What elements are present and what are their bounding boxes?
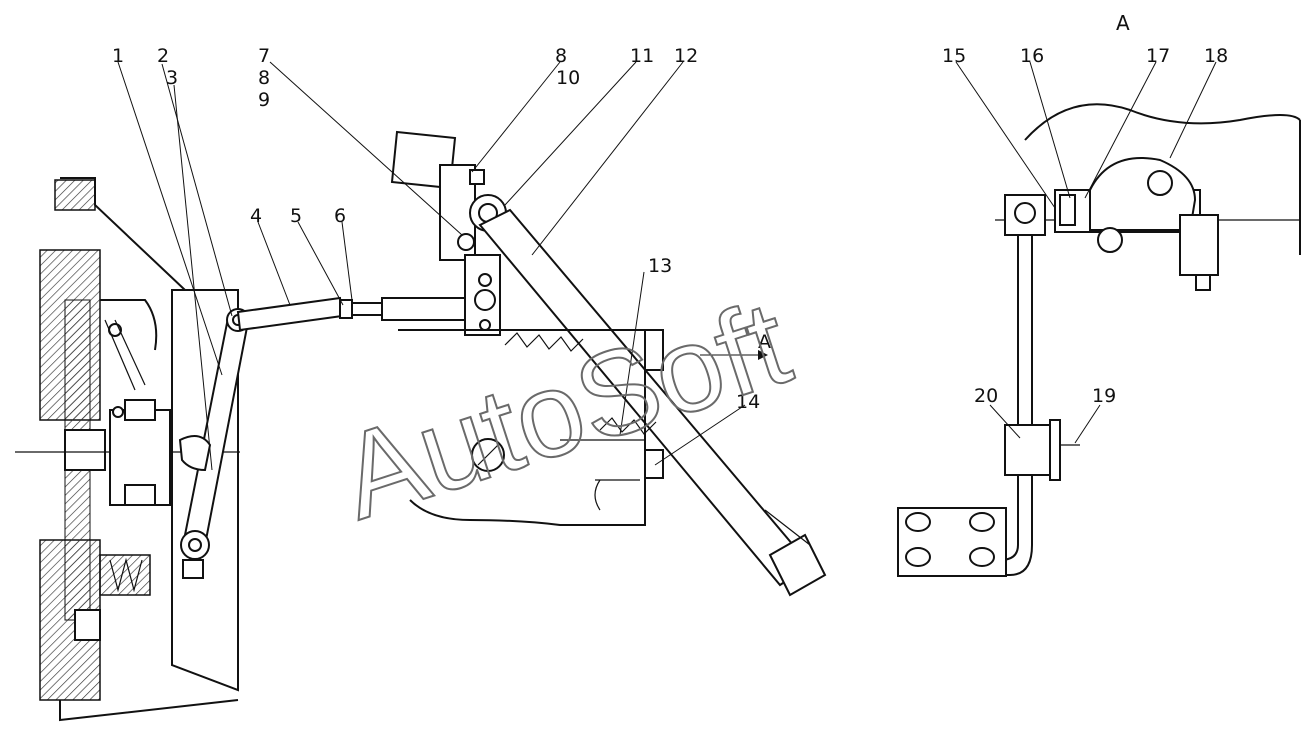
callout-labels: A 1 2 3 4 5 6 7 8 9 8 10 11 12 13 14 15 … <box>112 11 1228 413</box>
leader-lines <box>117 61 1217 471</box>
callout-15: 15 <box>942 45 966 67</box>
callout-17: 17 <box>1146 45 1170 67</box>
callout-5: 5 <box>290 205 302 227</box>
callout-8-left: 8 <box>258 67 270 89</box>
callout-20: 20 <box>974 385 998 407</box>
callout-1: 1 <box>112 45 124 67</box>
return-spring <box>398 329 768 526</box>
view-a-drawing <box>897 103 1301 577</box>
callout-6: 6 <box>334 205 346 227</box>
section-marker-a: A <box>758 331 771 353</box>
callout-13: 13 <box>648 255 672 277</box>
callout-14: 14 <box>736 391 760 413</box>
callout-7: 7 <box>258 45 270 67</box>
clutch-housing-section <box>15 177 240 722</box>
view-a-label: A <box>1116 11 1130 35</box>
callout-19: 19 <box>1092 385 1116 407</box>
callout-11: 11 <box>630 45 654 67</box>
callout-12: 12 <box>674 45 698 67</box>
callout-2: 2 <box>157 45 169 67</box>
callout-18: 18 <box>1204 45 1228 67</box>
callout-4: 4 <box>250 205 262 227</box>
callout-10: 10 <box>556 67 580 89</box>
callout-8-right: 8 <box>555 45 567 67</box>
pedal-bracket <box>390 130 507 336</box>
pull-rod <box>236 296 478 332</box>
callout-3: 3 <box>166 67 178 89</box>
callout-16: 16 <box>1020 45 1044 67</box>
callout-9: 9 <box>258 89 270 111</box>
